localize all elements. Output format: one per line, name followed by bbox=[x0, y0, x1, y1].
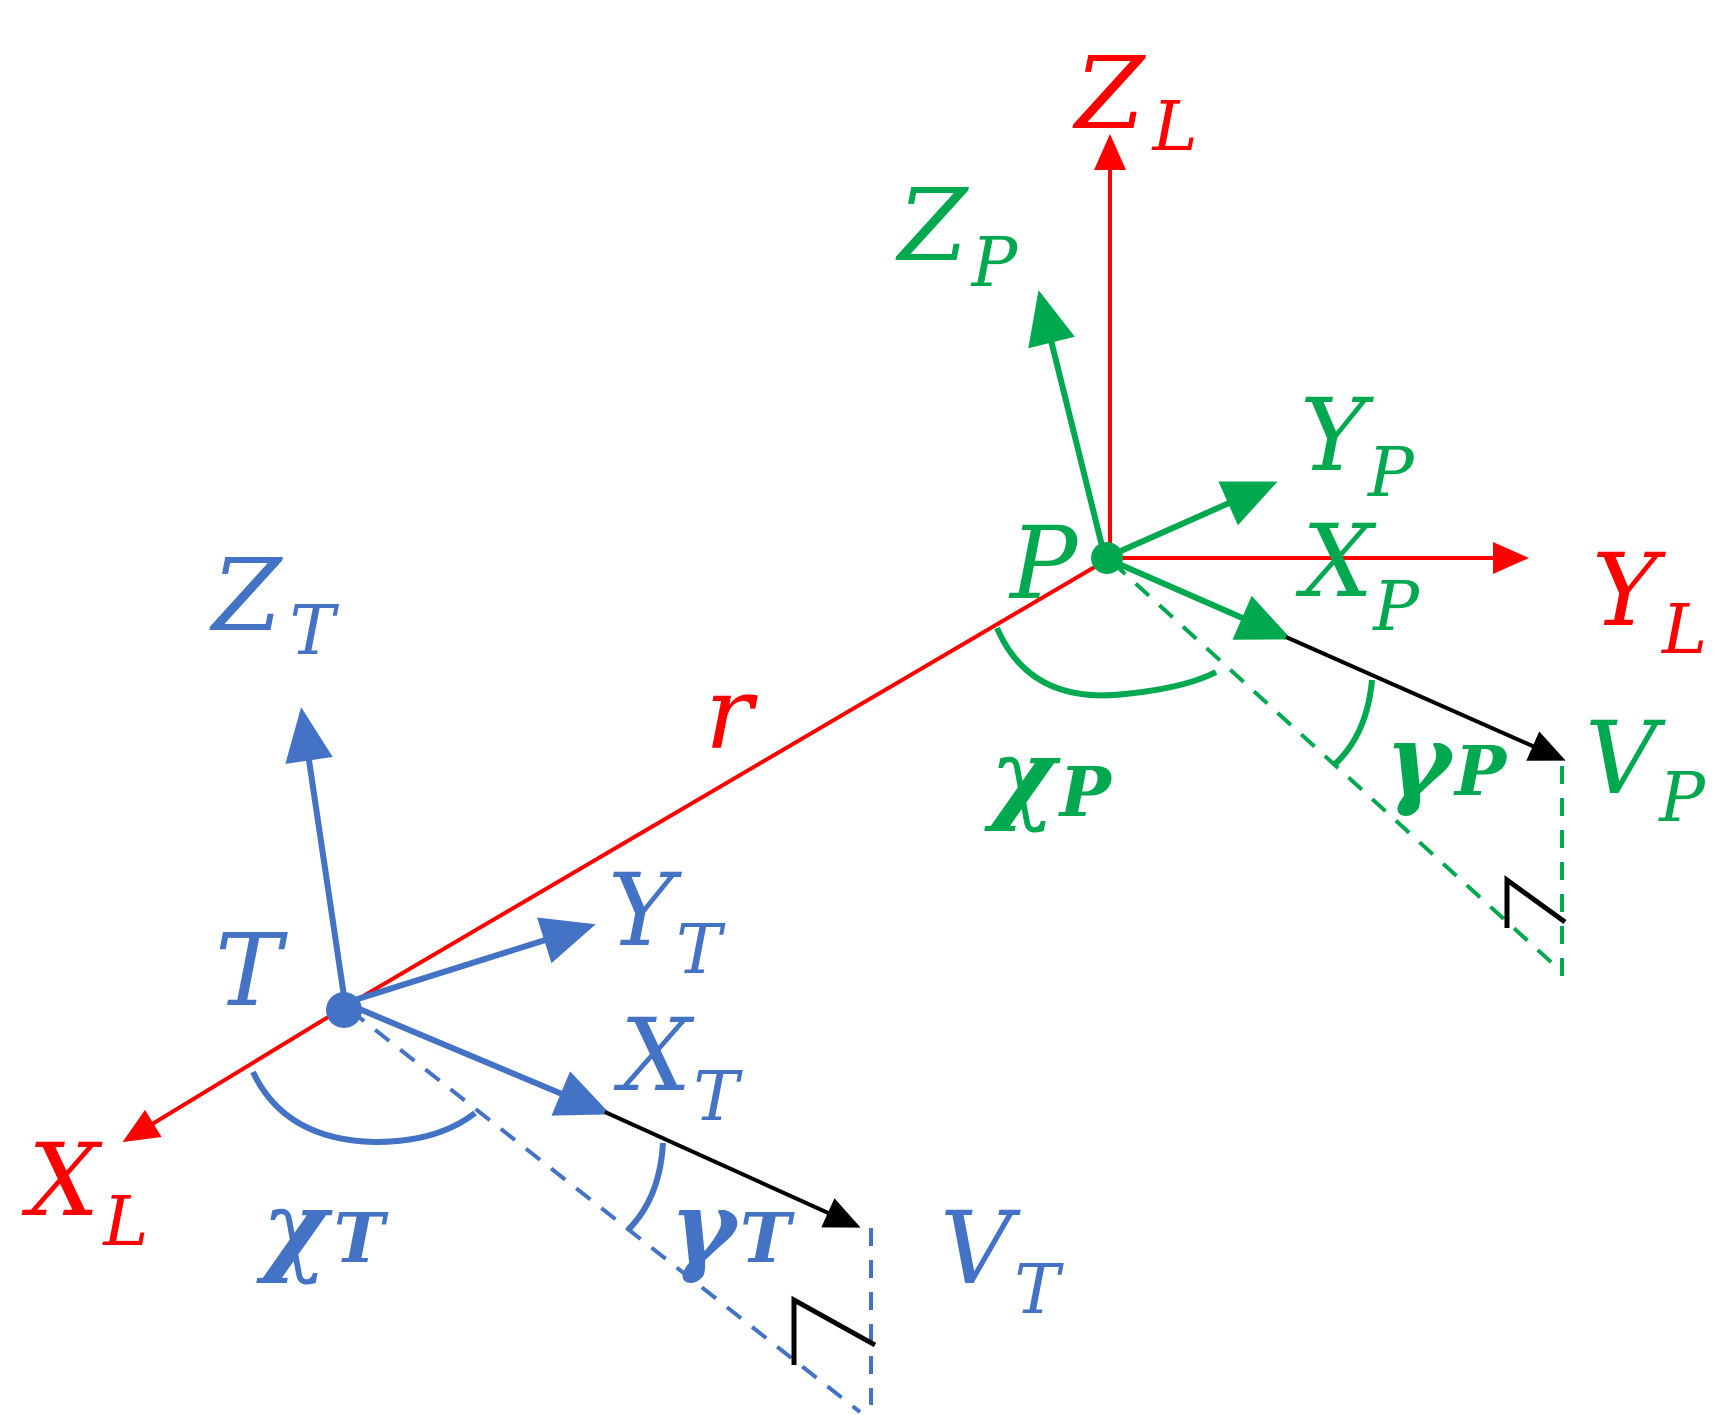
y-t-axis bbox=[344, 917, 596, 1006]
chi-t-label: χT bbox=[256, 1168, 389, 1286]
chi-p-arc bbox=[994, 626, 1218, 699]
z-p-axis bbox=[1028, 290, 1108, 559]
v-p-label: VP bbox=[1585, 700, 1706, 838]
v-p-right-angle-mark bbox=[1504, 875, 1567, 928]
gamma-p-label: γP bbox=[1385, 701, 1508, 819]
z-t-axis bbox=[285, 707, 348, 1004]
v-t-label: VT bbox=[940, 1190, 1064, 1330]
y-l-label: YL bbox=[1592, 532, 1707, 670]
y-p-label: YP bbox=[1300, 377, 1415, 513]
gamma-p-arc bbox=[1331, 679, 1375, 768]
p-point bbox=[1091, 542, 1123, 574]
x-t-axis bbox=[343, 1000, 611, 1116]
t-label: T bbox=[215, 912, 288, 1029]
range-line-r bbox=[341, 556, 1112, 1010]
y-p-axis bbox=[1103, 481, 1278, 561]
z-p-label: ZP bbox=[895, 167, 1018, 303]
gamma-t-arc bbox=[625, 1142, 666, 1233]
chi-p-label: χP bbox=[984, 716, 1113, 834]
x-p-axis bbox=[1103, 555, 1292, 640]
x-t-label: XT bbox=[613, 997, 743, 1137]
v-t-vector bbox=[604, 1110, 861, 1228]
v-t-ground-projection bbox=[348, 1008, 862, 1414]
p-label: P bbox=[1008, 505, 1079, 622]
y-t-label: YT bbox=[608, 852, 726, 990]
x-l-axis bbox=[122, 1006, 345, 1143]
v-p-vector bbox=[1285, 635, 1566, 761]
v-t-right-angle-mark bbox=[791, 1295, 877, 1365]
t-point bbox=[326, 992, 362, 1028]
chi-t-arc bbox=[250, 1070, 477, 1146]
r-label: r bbox=[705, 655, 758, 772]
gamma-t-label: γT bbox=[670, 1168, 795, 1286]
x-l-label: XL bbox=[21, 1122, 148, 1262]
x-p-label: XP bbox=[1295, 503, 1420, 647]
v-p-ground-projection bbox=[1110, 560, 1564, 974]
